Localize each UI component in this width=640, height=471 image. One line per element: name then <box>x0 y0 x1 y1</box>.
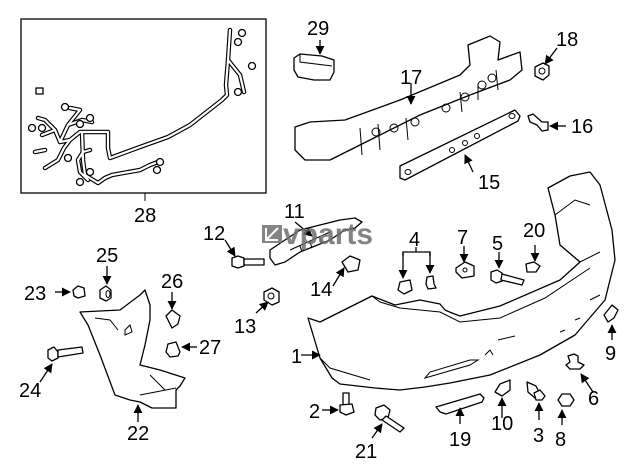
callout-25[interactable]: 25 <box>96 245 118 267</box>
callout-1[interactable]: 1 <box>291 346 302 368</box>
callout-12[interactable]: 12 <box>203 223 225 245</box>
watermark: vparts <box>262 218 373 251</box>
callout-24[interactable]: 24 <box>19 380 41 402</box>
callout-10[interactable]: 10 <box>491 413 513 435</box>
callout-15[interactable]: 15 <box>478 172 500 194</box>
retainer-27-part[interactable] <box>165 341 181 358</box>
callout-14[interactable]: 14 <box>310 279 332 301</box>
callout-11[interactable]: 11 <box>284 201 305 223</box>
clip-10-part[interactable] <box>494 379 511 397</box>
callout-16[interactable]: 16 <box>571 116 593 138</box>
callout-18[interactable]: 18 <box>556 29 578 51</box>
sensor-module-part[interactable] <box>293 53 335 81</box>
callout-13[interactable]: 13 <box>234 316 256 338</box>
callout-23[interactable]: 23 <box>24 283 46 305</box>
nut-25-part[interactable] <box>99 285 112 302</box>
callout-28[interactable]: 28 <box>134 205 156 227</box>
kv-logo-icon <box>262 225 282 243</box>
nut-13-part[interactable] <box>263 287 280 306</box>
grommet-23-part[interactable] <box>72 285 86 299</box>
callout-4[interactable]: 4 <box>409 229 420 251</box>
bolt-2-part[interactable] <box>339 392 355 416</box>
bolt-24-part[interactable] <box>47 346 84 362</box>
callout-20[interactable]: 20 <box>523 220 545 242</box>
callout-22[interactable]: 22 <box>127 423 149 445</box>
callout-5[interactable]: 5 <box>492 233 503 255</box>
nut-18-part[interactable] <box>534 62 550 81</box>
bolt-21-part[interactable] <box>374 404 405 433</box>
callout-29[interactable]: 29 <box>307 18 329 40</box>
callout-19[interactable]: 19 <box>449 429 471 451</box>
callout-27[interactable]: 27 <box>199 337 221 359</box>
clip-20-part[interactable] <box>525 261 541 273</box>
watermark-text: vparts <box>283 218 373 251</box>
clip-9-part[interactable] <box>603 304 619 323</box>
energy-absorber-part[interactable] <box>399 109 521 181</box>
grommet-4-part[interactable] <box>397 275 437 295</box>
clip-26-part[interactable] <box>165 309 181 329</box>
push-pin-6-part[interactable] <box>565 353 585 370</box>
splash-shield-part[interactable] <box>79 289 186 409</box>
bolt-12-part[interactable] <box>231 255 265 269</box>
callout-7[interactable]: 7 <box>457 227 468 249</box>
bolt-3-part[interactable] <box>526 381 546 401</box>
callout-17[interactable]: 17 <box>400 67 422 89</box>
clip-14-part[interactable] <box>341 255 361 273</box>
impact-bar-part[interactable] <box>294 35 523 161</box>
wiring-harness-part[interactable] <box>20 18 267 201</box>
callout-26[interactable]: 26 <box>161 271 183 293</box>
cap-8-part[interactable] <box>557 393 575 407</box>
callout-21[interactable]: 21 <box>355 441 377 463</box>
callout-8[interactable]: 8 <box>555 429 566 451</box>
callout-2[interactable]: 2 <box>309 401 320 423</box>
bumper-cover-part[interactable] <box>307 171 616 391</box>
bracket-7-part[interactable] <box>455 261 475 279</box>
bolt-5-part[interactable] <box>490 269 525 286</box>
push-pin-16-part[interactable] <box>527 113 549 132</box>
side-bracket-part[interactable] <box>269 217 363 266</box>
callout-6[interactable]: 6 <box>588 388 599 410</box>
reflector-bracket-part[interactable] <box>435 393 485 415</box>
callout-3[interactable]: 3 <box>533 425 544 447</box>
callout-9[interactable]: 9 <box>605 343 616 365</box>
